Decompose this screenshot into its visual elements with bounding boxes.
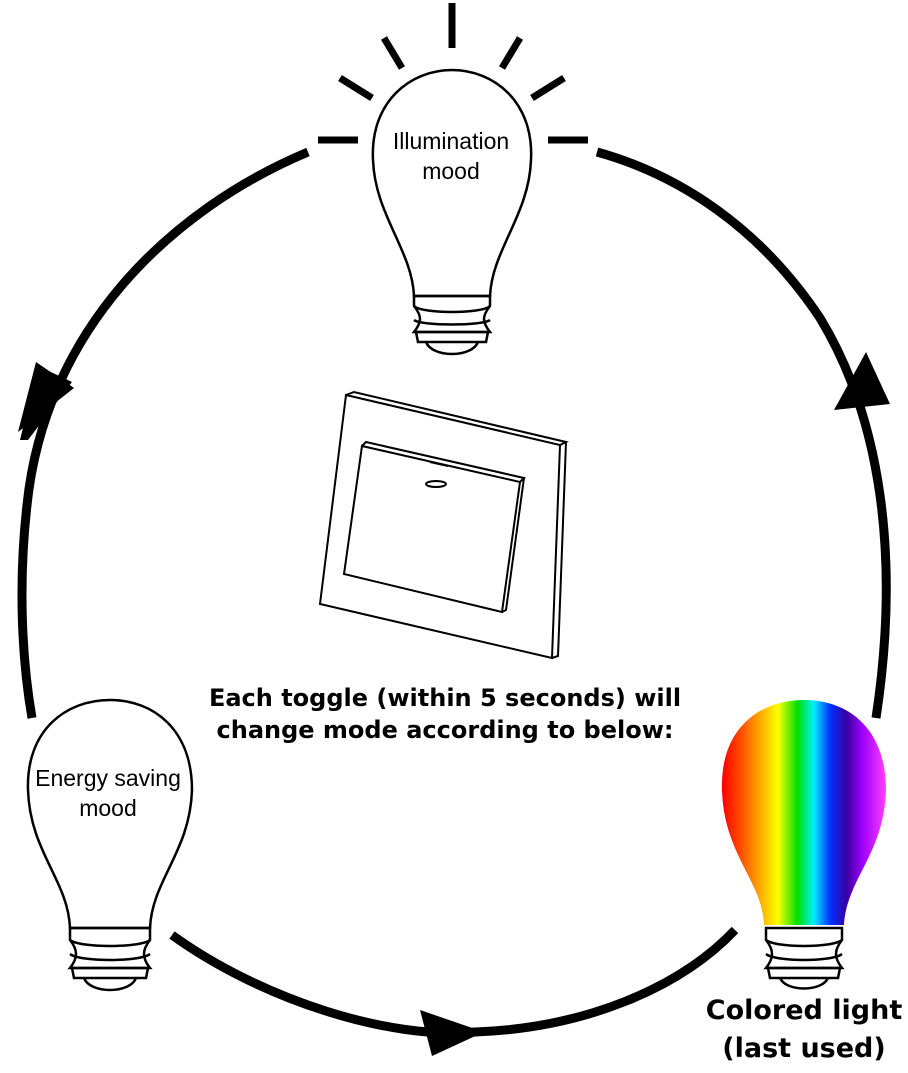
illumination-label-line-1: Illumination	[392, 128, 510, 154]
arrowhead-bottom-right	[420, 1010, 484, 1056]
arc-left-to-right	[169, 926, 739, 1038]
arrowhead-left-down-fill	[18, 362, 74, 432]
cycle-arrows	[17, 147, 891, 1038]
colored-light-label-line-2: (last used)	[722, 1033, 886, 1064]
colored-light-label-line-1: Colored light	[705, 995, 903, 1026]
energy-saving-label-line-2: mood	[79, 795, 137, 821]
instruction-line-1: Each toggle (within 5 seconds) will	[208, 684, 682, 712]
colored-light-mode-label: Colored light (last used)	[690, 992, 908, 1068]
arrowhead-right-up	[834, 352, 890, 410]
illumination-label-line-2: mood	[422, 158, 480, 184]
energy-saving-label-line-1: Energy saving	[35, 765, 181, 791]
wall-switch-icon	[318, 390, 569, 660]
arc-right-to-top	[595, 147, 891, 719]
instruction-text: Each toggle (within 5 seconds) will chan…	[150, 682, 740, 746]
illumination-mode-label: Illumination mood	[356, 126, 546, 186]
illumination-bulb	[318, 3, 588, 356]
energy-saving-bulb	[26, 698, 194, 992]
light-rays-icon	[318, 3, 588, 144]
energy-saving-mode-label: Energy saving mood	[20, 763, 196, 823]
colored-light-bulb	[721, 700, 886, 990]
instruction-line-2: change mode according to below:	[216, 716, 674, 744]
arc-top-to-left	[17, 147, 310, 719]
